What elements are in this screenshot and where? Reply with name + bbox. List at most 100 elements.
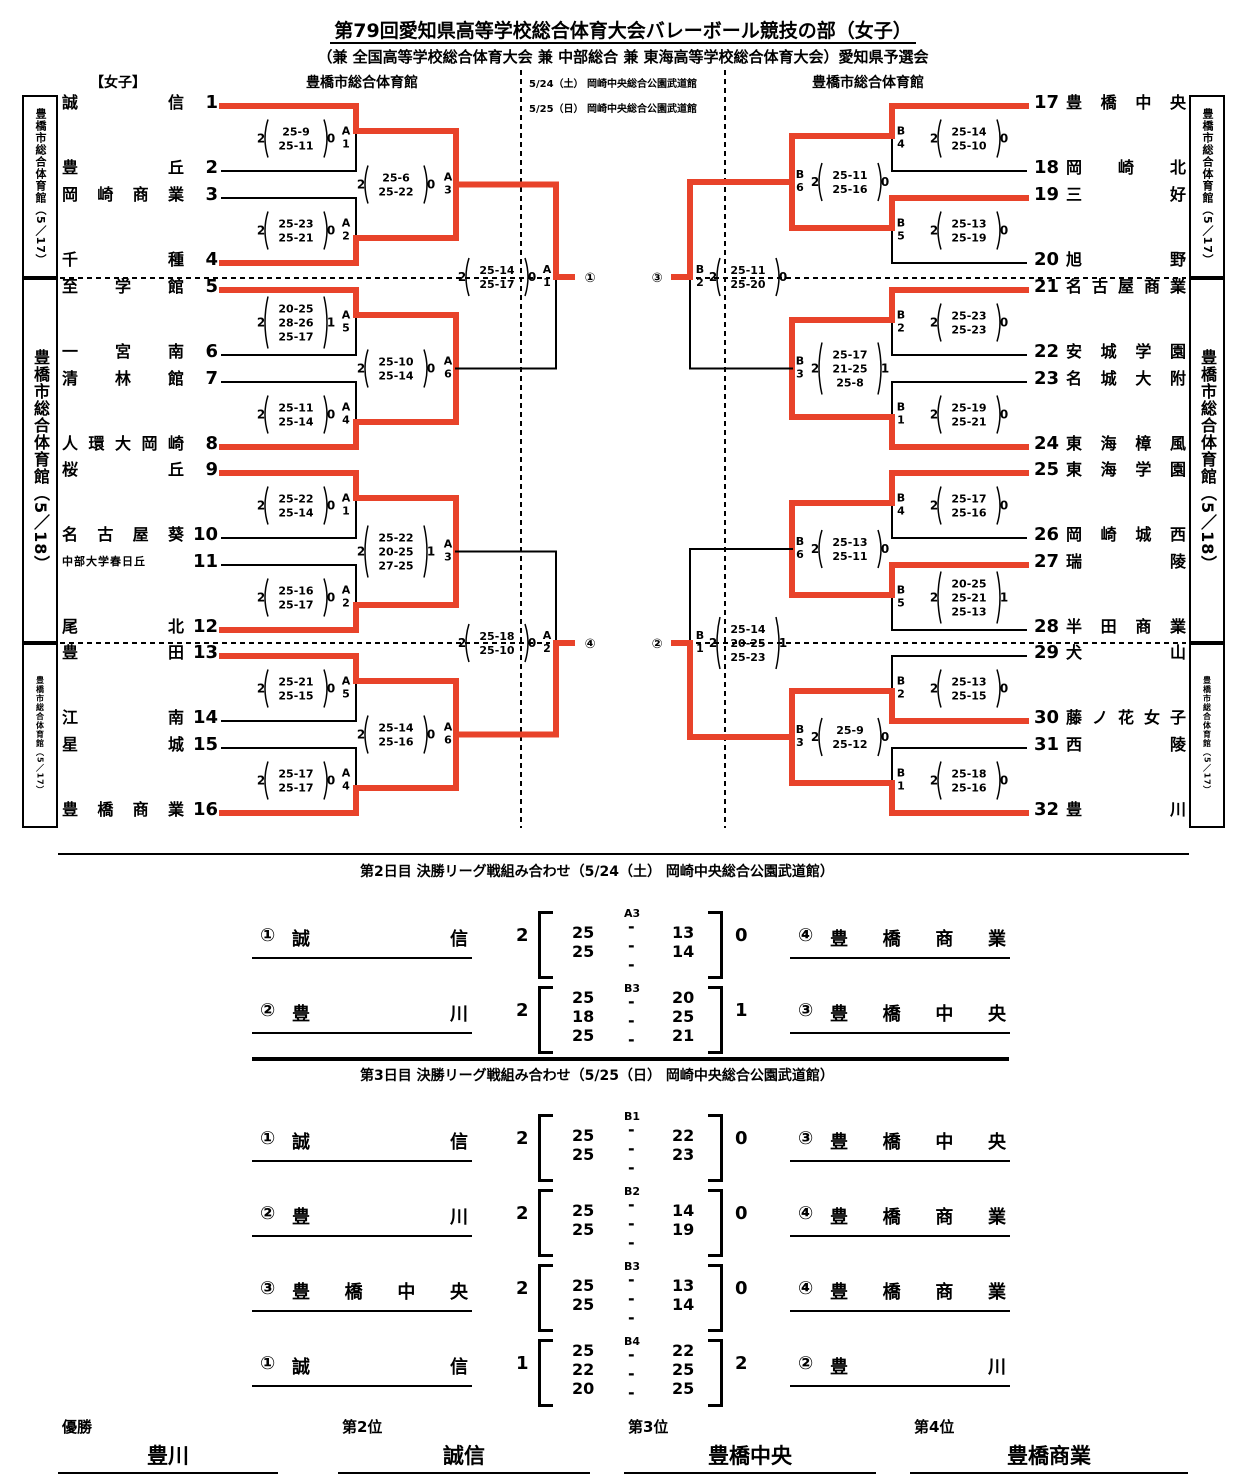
team-name-char: 陵 xyxy=(1169,552,1186,571)
team-right: 安城学園 xyxy=(1066,341,1186,363)
left-sets: 2 xyxy=(516,925,529,946)
score-a: 25 xyxy=(572,1341,595,1360)
score-dash: - xyxy=(628,1270,635,1289)
sets-lost: 0 xyxy=(327,499,335,513)
score-bracket xyxy=(364,715,428,754)
right-sets: 0 xyxy=(735,1203,748,1224)
left-team: 誠信 xyxy=(292,1357,468,1378)
team-name-char: 誠 xyxy=(62,93,79,112)
sets-won: 2 xyxy=(257,774,265,788)
sets-lost: 0 xyxy=(327,224,335,238)
right-sets: 0 xyxy=(735,1278,748,1299)
score-a: 25 xyxy=(572,1026,595,1045)
sets-lost: 1 xyxy=(1000,591,1008,605)
score-bracket xyxy=(937,571,1001,624)
score-dash: - xyxy=(628,1139,635,1158)
venue-side-box: 豊橋市総合体育館（5／17） xyxy=(1189,95,1225,278)
set-score: 25-21 xyxy=(951,416,986,429)
game-code: B3 xyxy=(624,982,641,995)
right-team: 豊橋中央 xyxy=(830,1132,1006,1153)
row-underline-right xyxy=(790,957,1010,959)
team-seed: 18 xyxy=(1034,157,1060,178)
team-name-char: 一 xyxy=(62,342,79,361)
score-a: 25 xyxy=(572,1295,595,1314)
score-b: 14 xyxy=(672,1201,695,1220)
match-code: 3 xyxy=(444,551,452,564)
day3-header: 第3日目 決勝リーグ戦組み合わせ（5/25（日） 岡崎中央総合公園武道館） xyxy=(360,1068,834,1084)
team-left: 千種 xyxy=(62,249,184,271)
set-score: 25-9 xyxy=(836,724,864,737)
score-bracket xyxy=(818,342,882,395)
score-bracket xyxy=(264,761,328,800)
team-name-char: 豊 xyxy=(62,643,79,662)
team-seed: 27 xyxy=(1034,551,1060,572)
team-seed: 2 xyxy=(205,157,218,178)
row-underline-right xyxy=(790,1310,1010,1312)
match-code: B xyxy=(897,675,905,688)
match-code: B xyxy=(796,535,804,548)
left-team: 誠信 xyxy=(292,1132,468,1153)
team-name-char: 城 xyxy=(167,735,184,754)
rank-underline xyxy=(338,1472,590,1474)
score-dash: - xyxy=(628,1120,635,1139)
team-name-char: 丘 xyxy=(167,158,184,177)
match-code: A xyxy=(342,584,351,597)
sets-lost: 0 xyxy=(1000,774,1008,788)
match-code: A xyxy=(342,309,351,322)
match-code: A xyxy=(543,263,552,276)
team-name-char: 豊 xyxy=(1066,93,1083,112)
left-sets: 2 xyxy=(516,1000,529,1021)
set-score: 25-14 xyxy=(278,416,314,429)
team-name-char: 橋 xyxy=(1100,93,1117,112)
rank-team: 豊川 xyxy=(147,1444,189,1468)
team-left: 人環大岡崎 xyxy=(62,433,184,455)
team-name-char: ノ xyxy=(1091,708,1108,727)
sets-lost: 1 xyxy=(427,545,435,559)
match-code: A xyxy=(444,538,453,551)
game-code: A3 xyxy=(624,907,641,920)
block-mark: ③ xyxy=(651,271,662,286)
left-sets: 1 xyxy=(516,1353,529,1374)
left-sets: 2 xyxy=(516,1203,529,1224)
set-score: 25-14 xyxy=(479,264,515,277)
sets-won: 2 xyxy=(357,728,365,742)
set-score: 20-25 xyxy=(951,578,986,591)
right-team: 豊川 xyxy=(830,1357,1006,1378)
team-name-char: 城 xyxy=(1135,525,1152,544)
match-code: 2 xyxy=(543,642,551,655)
team-name-char: 海 xyxy=(1100,460,1117,479)
rank-team: 誠信 xyxy=(443,1444,485,1468)
team-name-char: 園 xyxy=(1169,460,1186,479)
row-underline-right xyxy=(790,1235,1010,1237)
team-seed: 21 xyxy=(1034,276,1060,297)
match-code: B xyxy=(897,217,905,230)
set-score: 25-17 xyxy=(278,782,313,795)
team-name-char: 大 xyxy=(114,434,131,453)
score-bracket xyxy=(818,529,882,569)
sets-lost: 1 xyxy=(327,316,335,330)
set-score: 25-13 xyxy=(832,536,867,549)
score-bracket xyxy=(818,162,882,202)
team-name-char: 宮 xyxy=(114,342,131,361)
match-code: A xyxy=(444,721,453,734)
score-a: 25 xyxy=(572,1220,595,1239)
score-bracket xyxy=(937,303,1001,342)
right-mark: ④ xyxy=(798,1278,814,1299)
sets-lost: 0 xyxy=(881,542,889,556)
match-code: 4 xyxy=(897,505,905,518)
team-name-char: 豊 xyxy=(62,158,79,177)
team-seed: 19 xyxy=(1034,184,1060,205)
row-underline-right xyxy=(790,1385,1010,1387)
team-name-char: 花 xyxy=(1117,708,1134,727)
match-code: 1 xyxy=(897,414,905,427)
team-seed: 4 xyxy=(205,249,218,270)
team-seed: 11 xyxy=(192,551,218,572)
set-score: 25-11 xyxy=(832,169,867,182)
sets-lost: 0 xyxy=(1000,499,1008,513)
team-left: 中部大学春日丘 xyxy=(62,551,184,573)
set-score: 25-21 xyxy=(278,676,313,689)
team-name-char: 業 xyxy=(1169,277,1186,296)
team-name-char: 業 xyxy=(167,185,184,204)
set-score: 25-17 xyxy=(278,599,313,612)
team-seed: 14 xyxy=(192,707,218,728)
